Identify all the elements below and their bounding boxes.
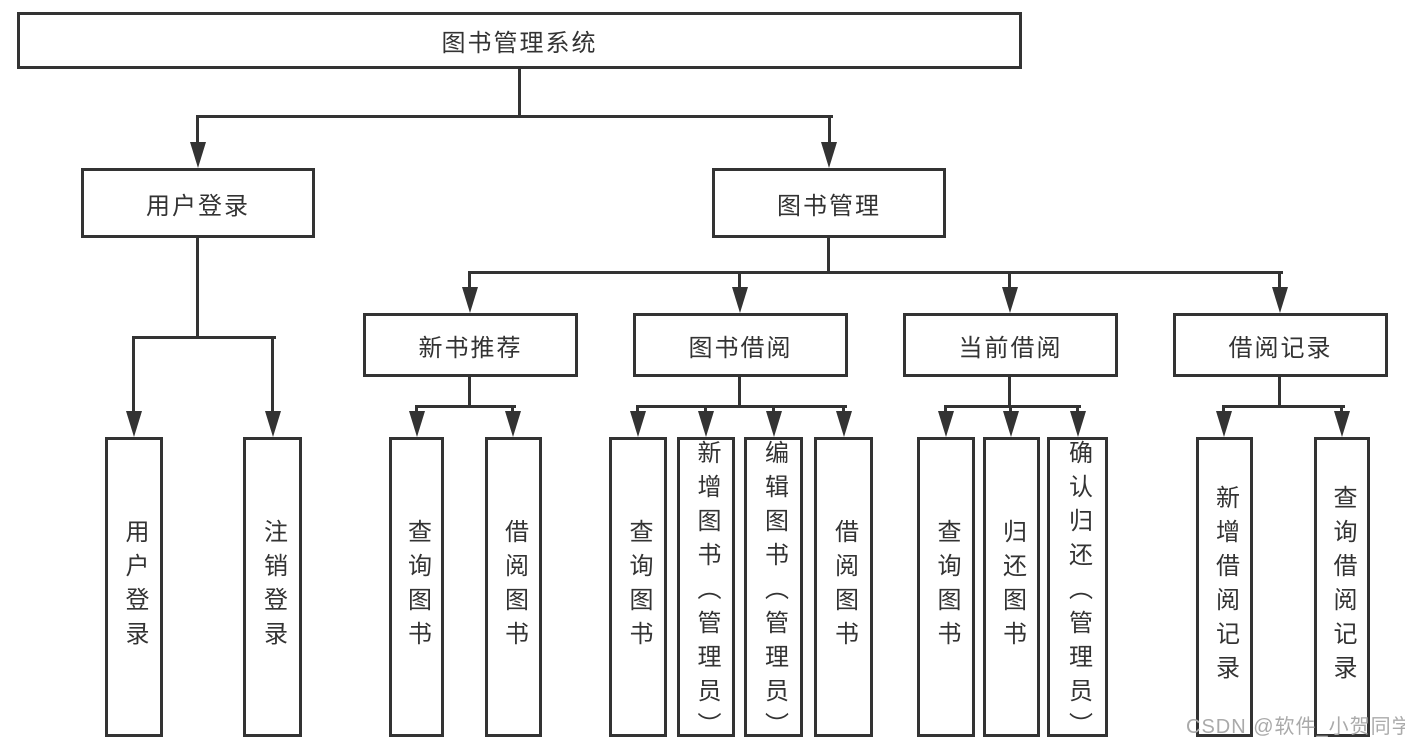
leaf-borrow-books-borrowing: 借阅图书 (814, 437, 873, 737)
arrow-down-icon (1070, 411, 1086, 437)
connector-line (1278, 377, 1281, 408)
connector-line (1076, 405, 1079, 414)
node-label: 图书管理系统 (441, 30, 598, 57)
arrow-down-icon (265, 411, 281, 437)
node-label: 用户登录 (146, 192, 250, 220)
node-label: 借阅图书 (500, 519, 528, 655)
node-book-borrowing: 图书借阅 (633, 313, 848, 377)
connector-line (704, 405, 707, 414)
connector-line (132, 336, 276, 339)
node-user-login: 用户登录 (81, 168, 315, 238)
connector-line (944, 405, 1081, 408)
arrow-down-icon (938, 411, 954, 437)
leaf-confirm-return-admin: 确认归还（管理员） (1047, 437, 1108, 746)
connector-line (1222, 405, 1345, 408)
node-label: 归还图书 (998, 519, 1026, 655)
node-label: 图书管理 (777, 192, 881, 220)
connector-line (1222, 405, 1225, 414)
leaf-user-login: 用户登录 (105, 437, 163, 737)
arrow-down-icon (1003, 411, 1019, 437)
arrow-down-icon (1216, 411, 1232, 437)
connector-line (944, 405, 947, 414)
node-label: 查询图书 (403, 519, 431, 655)
leaf-add-borrow-record: 新增借阅记录 (1196, 437, 1253, 737)
connector-line (1008, 377, 1011, 408)
connector-line (196, 238, 199, 339)
arrow-down-icon (821, 142, 837, 168)
connector-line (518, 69, 521, 118)
arrow-down-icon (836, 411, 852, 437)
connector-line (738, 271, 741, 291)
connector-line (827, 238, 830, 274)
connector-line (511, 405, 514, 414)
node-label: 借阅记录 (1228, 334, 1333, 362)
leaf-query-books-recommend: 查询图书 (389, 437, 444, 737)
connector-line (271, 336, 274, 414)
connector-line (415, 405, 516, 408)
node-current-borrowing: 当前借阅 (903, 313, 1118, 377)
node-label: 借阅图书 (830, 519, 858, 655)
arrow-down-icon (409, 411, 425, 437)
leaf-query-books-borrowing: 查询图书 (609, 437, 667, 737)
connector-line (468, 271, 1283, 274)
node-borrowing-records: 借阅记录 (1173, 313, 1388, 377)
node-label: 新增借阅记录 (1211, 485, 1239, 689)
arrow-down-icon (190, 142, 206, 168)
arrow-down-icon (505, 411, 521, 437)
connector-line (132, 336, 135, 414)
node-label: 查询图书 (625, 519, 652, 655)
connector-line (468, 377, 471, 408)
node-label: 新书推荐 (418, 334, 523, 362)
node-label: 新增图书（管理员） (693, 440, 720, 746)
arrow-down-icon (698, 411, 714, 437)
arrow-down-icon (462, 287, 478, 313)
connector-line (1278, 271, 1281, 291)
connector-line (1009, 405, 1012, 414)
connector-line (842, 405, 845, 414)
node-label: 用户登录 (121, 519, 148, 655)
leaf-borrow-books-recommend: 借阅图书 (485, 437, 542, 737)
node-label: 查询借阅记录 (1329, 485, 1356, 689)
connector-line (196, 115, 833, 118)
node-label: 编辑图书（管理员） (760, 440, 788, 746)
connector-line (636, 405, 639, 414)
leaf-add-books-admin: 新增图书（管理员） (677, 437, 735, 746)
csdn-watermark: CSDN @软件_小贺同学 (1186, 716, 1405, 738)
arrow-down-icon (1002, 287, 1018, 313)
leaf-logout: 注销登录 (243, 437, 302, 737)
arrow-down-icon (1272, 287, 1288, 313)
node-label: 确认归还（管理员） (1064, 440, 1092, 746)
node-library-management-system: 图书管理系统 (17, 12, 1022, 69)
node-label: 当前借阅 (958, 334, 1063, 362)
node-label: 图书借阅 (688, 334, 793, 362)
leaf-return-books: 归还图书 (983, 437, 1040, 737)
arrow-down-icon (630, 411, 646, 437)
connector-line (468, 271, 471, 291)
arrow-down-icon (126, 411, 142, 437)
connector-line (636, 405, 847, 408)
connector-line (738, 377, 741, 408)
arrow-down-icon (766, 411, 782, 437)
leaf-query-books-current: 查询图书 (917, 437, 975, 737)
connector-line (772, 405, 775, 414)
connector-line (415, 405, 418, 414)
connector-line (1008, 271, 1011, 291)
arrow-down-icon (1334, 411, 1350, 437)
node-new-book-recommend: 新书推荐 (363, 313, 578, 377)
connector-line (1340, 405, 1343, 414)
connector-line (196, 115, 199, 145)
leaf-edit-books-admin: 编辑图书（管理员） (744, 437, 803, 746)
node-label: 查询图书 (933, 519, 960, 655)
arrow-down-icon (732, 287, 748, 313)
node-label: 注销登录 (259, 519, 287, 655)
leaf-query-borrow-record: 查询借阅记录 (1314, 437, 1370, 737)
connector-line (828, 115, 831, 145)
node-book-management: 图书管理 (712, 168, 946, 238)
